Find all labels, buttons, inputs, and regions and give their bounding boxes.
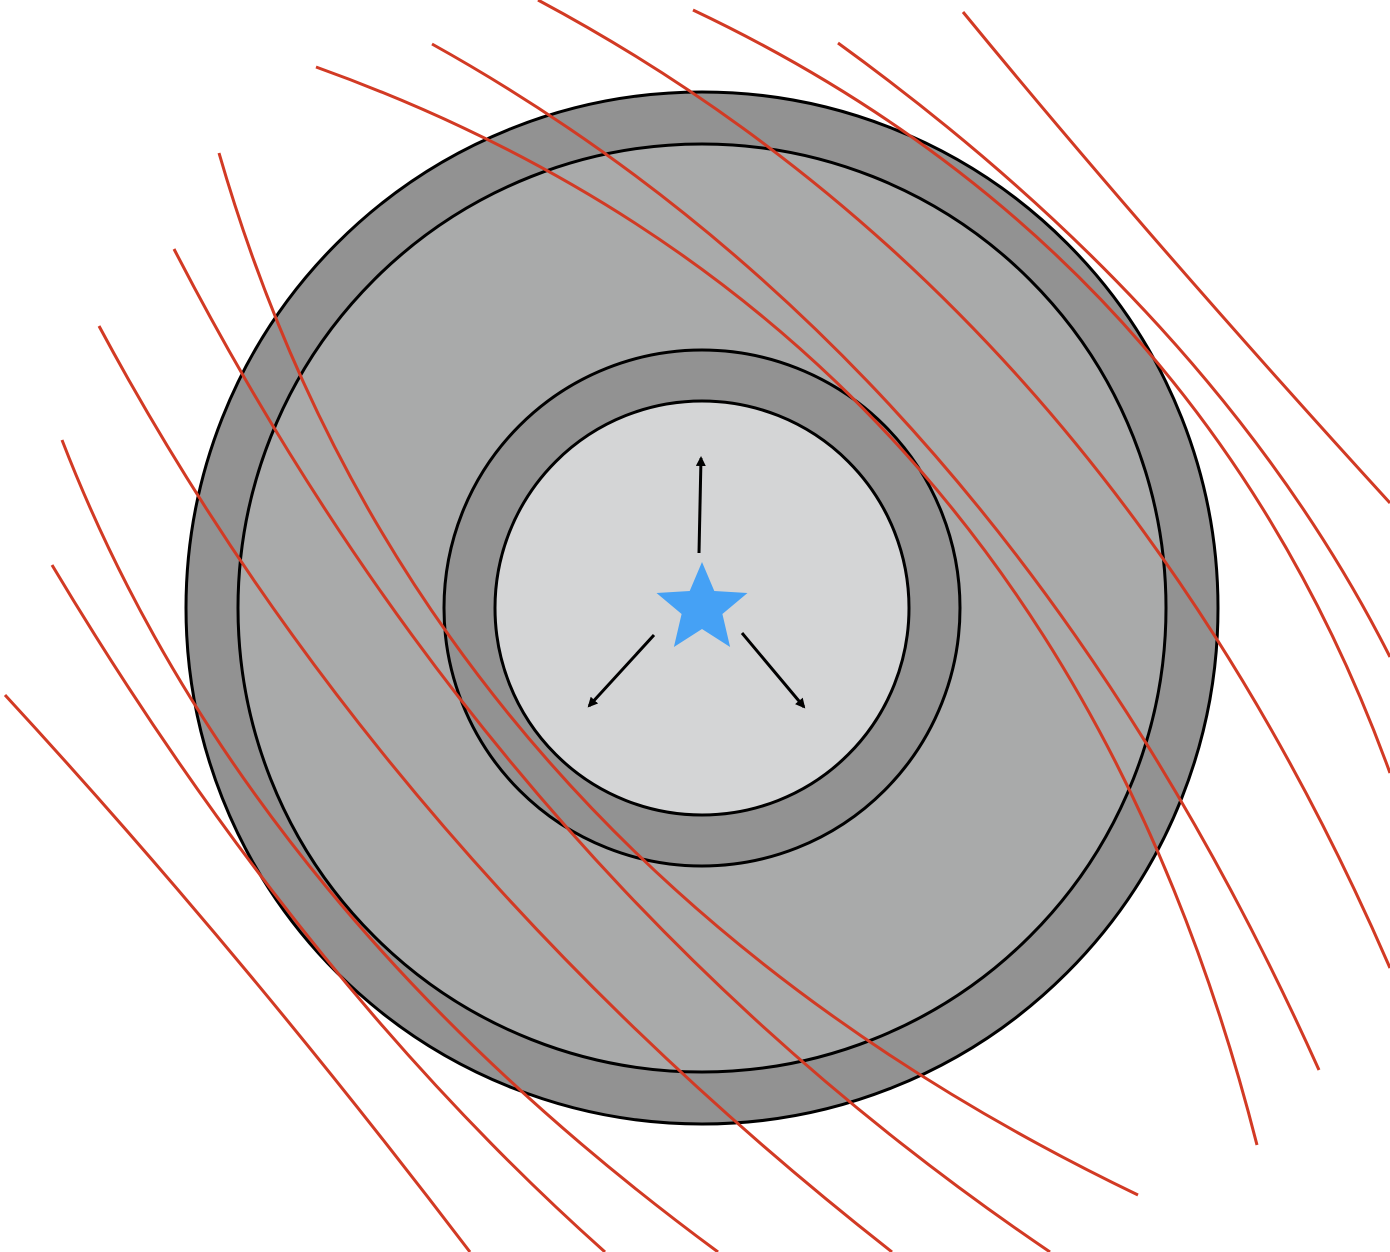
arrow-icon bbox=[740, 632, 806, 709]
arrow-icon bbox=[587, 633, 656, 708]
field-line bbox=[837, 41, 1390, 658]
field-line bbox=[692, 8, 1390, 774]
field-line bbox=[50, 564, 606, 1252]
field-line bbox=[315, 65, 1259, 1146]
field-line bbox=[961, 11, 1390, 505]
star-icon bbox=[656, 562, 748, 647]
arrow-icon bbox=[695, 456, 706, 554]
field-line bbox=[431, 42, 1321, 1071]
field-line bbox=[217, 152, 1139, 1197]
field-lines bbox=[3, 0, 1390, 1252]
field-line bbox=[97, 325, 893, 1252]
arrows bbox=[587, 456, 806, 709]
field-line bbox=[172, 248, 1051, 1252]
field-line bbox=[60, 439, 719, 1252]
field-line bbox=[3, 693, 472, 1252]
field-line bbox=[537, 0, 1390, 969]
